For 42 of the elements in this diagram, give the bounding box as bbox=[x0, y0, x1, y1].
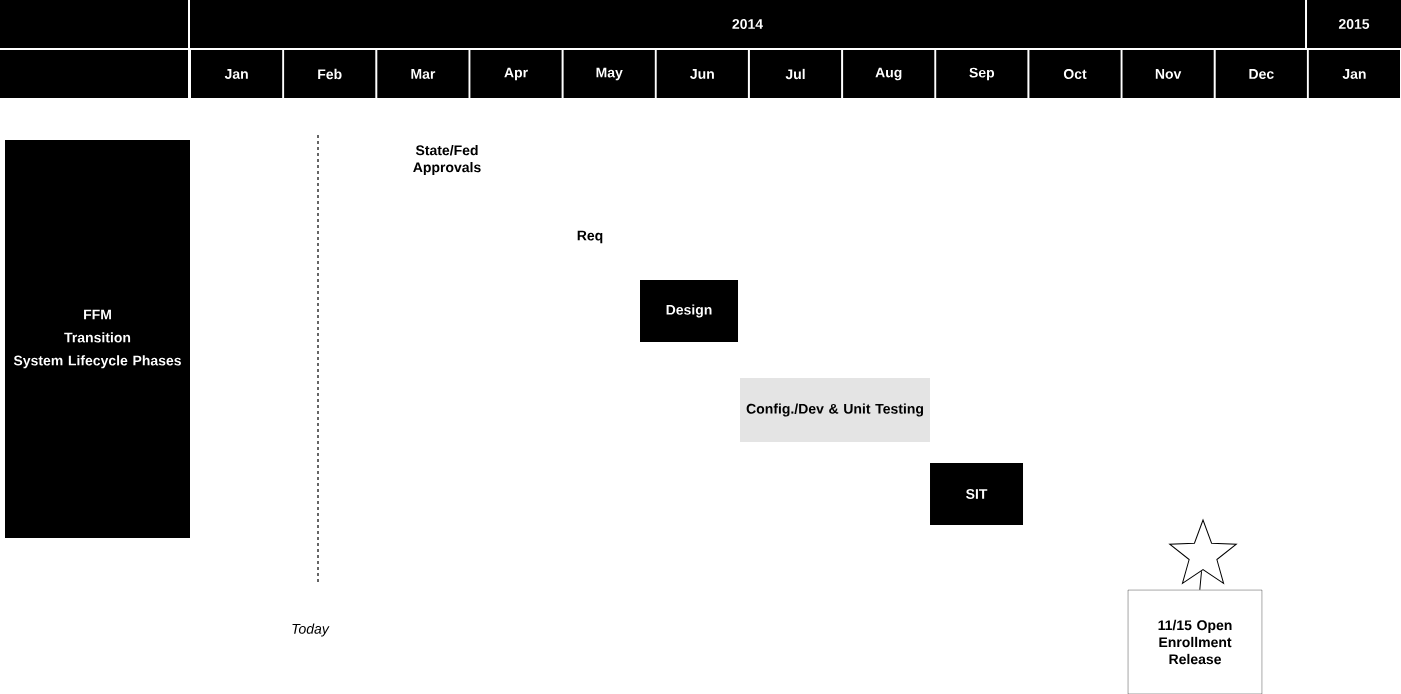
year-header-cell: 2014 bbox=[190, 0, 1305, 48]
month-header-cell: Sep bbox=[936, 50, 1028, 98]
header-cell bbox=[0, 0, 188, 48]
node-label: Nov bbox=[1155, 69, 1182, 79]
month-header-cell: Aug bbox=[843, 50, 935, 98]
header-cell bbox=[0, 50, 188, 98]
month-header-cell: Dec bbox=[1215, 50, 1307, 98]
node-label: Dec bbox=[1249, 69, 1274, 79]
node-label: Feb bbox=[318, 68, 342, 80]
node-label: Jan bbox=[224, 69, 248, 79]
year-header-cell: 2015 bbox=[1307, 0, 1401, 48]
phase-box: Config./Dev & Unit Testing bbox=[740, 378, 930, 442]
month-header-cell: Oct bbox=[1029, 50, 1121, 98]
node-label: Jun bbox=[690, 69, 714, 79]
node-label: Sep bbox=[969, 67, 995, 81]
node-label: Jan bbox=[1342, 69, 1366, 79]
month-header-cell: Mar bbox=[377, 50, 469, 98]
today-label: Today bbox=[292, 623, 330, 637]
month-header-cell: Jul bbox=[749, 50, 842, 98]
month-header-cell: May bbox=[563, 50, 655, 98]
connector-line bbox=[1199, 570, 1202, 591]
node-label: Aug bbox=[875, 67, 902, 81]
node-label: Mar bbox=[411, 69, 436, 79]
milestone-box: 11/15 Open Enrollment Release bbox=[1127, 589, 1263, 694]
month-header-cell: Nov bbox=[1122, 50, 1214, 98]
phase-box: SIT bbox=[930, 463, 1023, 525]
phase-box: Design bbox=[640, 280, 738, 342]
phase-label: State/Fed Approvals bbox=[413, 145, 481, 175]
month-header-cell: Jan bbox=[191, 50, 283, 98]
star-icon bbox=[1169, 519, 1237, 584]
node-label: May bbox=[596, 67, 623, 81]
phase-label: Req bbox=[577, 230, 603, 244]
month-header-cell: Apr bbox=[470, 50, 562, 98]
node-label: Apr bbox=[504, 67, 528, 81]
month-header-cell: Feb bbox=[284, 50, 376, 98]
node-label: 2015 bbox=[1338, 19, 1370, 29]
node-label: 2014 bbox=[732, 19, 763, 29]
node-label: Jul bbox=[785, 68, 805, 80]
row-heading-panel: FFM Transition System Lifecycle Phases bbox=[5, 140, 190, 538]
month-header-cell: Jan bbox=[1308, 50, 1400, 98]
month-header-cell: Jun bbox=[656, 50, 748, 98]
node-label: Oct bbox=[1063, 69, 1087, 79]
